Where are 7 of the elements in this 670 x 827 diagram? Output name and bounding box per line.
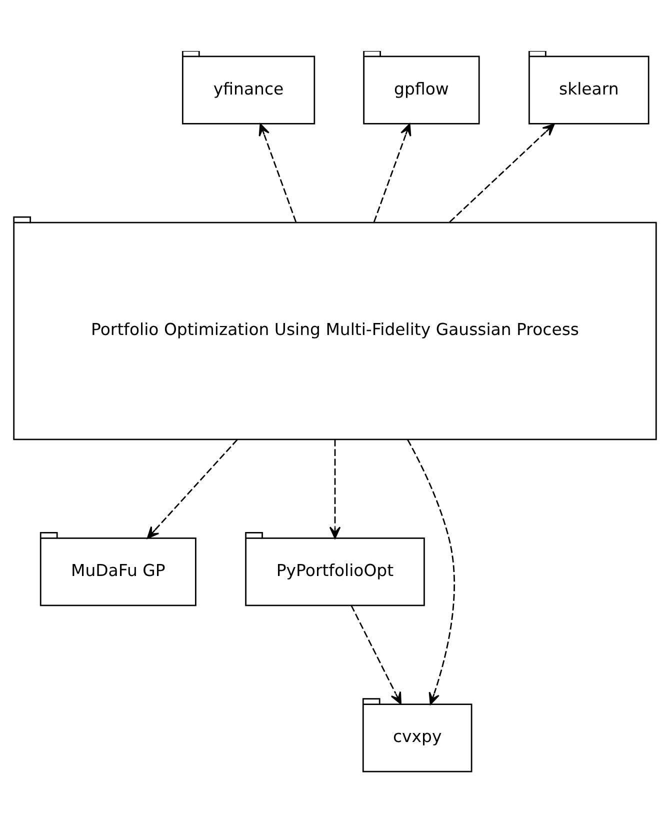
arrow [373, 122, 412, 222]
arrow [407, 438, 455, 704]
arrow [350, 604, 402, 704]
arrow [449, 122, 555, 222]
arrow [258, 122, 297, 222]
arrow [146, 438, 238, 538]
arrow [329, 439, 341, 538]
